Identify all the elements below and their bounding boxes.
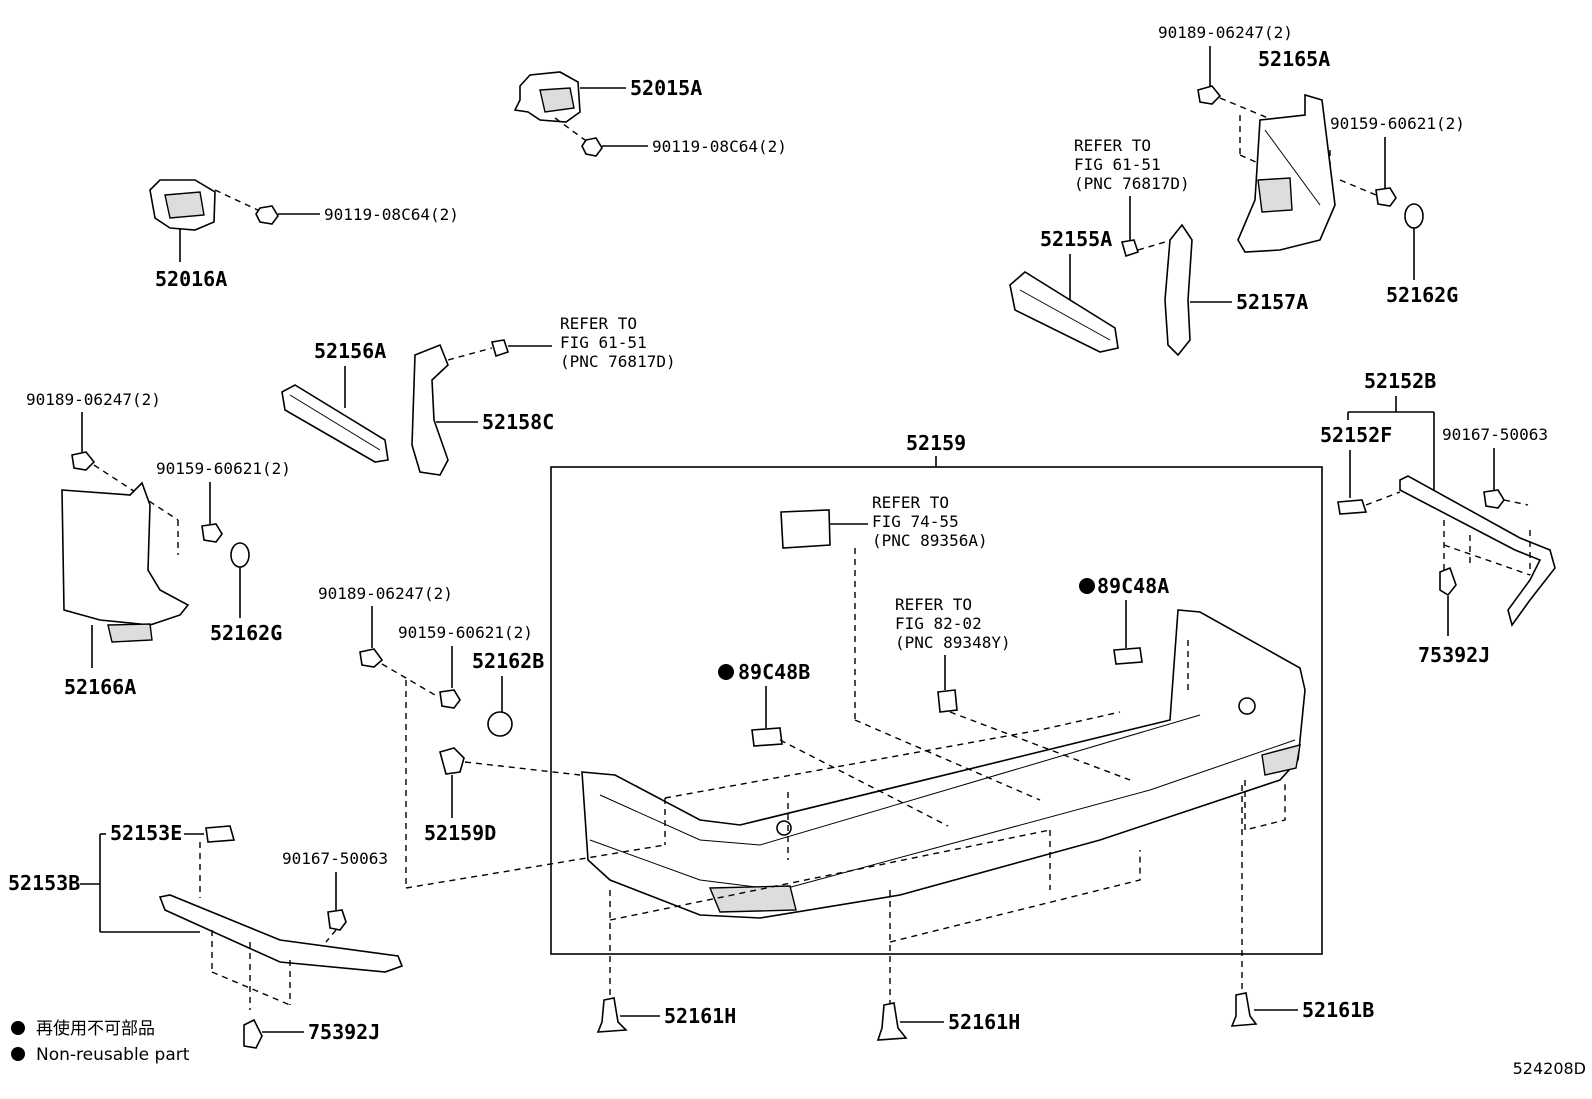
label-52016A: 52016A (155, 267, 227, 291)
part-ref-82-02-clip (937, 655, 1131, 781)
label-52162B: 52162B (472, 649, 544, 673)
label-90167-l: 90167-50063 (282, 849, 388, 868)
label-90119-b: 90119-08C64(2) (324, 205, 459, 224)
install-paths (609, 640, 1286, 943)
label-90159-tr: 90159-60621(2) (1330, 114, 1465, 133)
ref-top-l3: (PNC 76817D) (1074, 174, 1190, 193)
nonreusable-dot-89C48B (718, 664, 734, 680)
ref-mid-l1: REFER TO (560, 314, 637, 333)
bolt-90119-a (554, 117, 648, 157)
bumper-assembly-box (550, 466, 1323, 955)
part-52153B-molding (158, 894, 404, 1010)
label-52153B: 52153B (8, 871, 80, 895)
ref-top-l2: FIG 61-51 (1074, 155, 1161, 174)
legend-dot-2 (11, 1047, 25, 1061)
label-90189-tr: 90189-06247(2) (1158, 23, 1293, 42)
clip-52153E (184, 825, 236, 898)
part-bumper-cover (581, 609, 1306, 919)
label-90167-r: 90167-50063 (1442, 425, 1548, 444)
bolt-90119-b (255, 205, 320, 225)
clip-90189-l (71, 412, 179, 555)
legend-line-2: Non-reusable part (36, 1045, 190, 1065)
label-52165A: 52165A (1258, 47, 1330, 71)
clip-52152F (1337, 450, 1401, 515)
label-75392J-r: 75392J (1418, 643, 1490, 667)
label-52152B: 52152B (1364, 369, 1436, 393)
label-52162G-l: 52162G (210, 621, 282, 645)
label-52159: 52159 (906, 431, 966, 455)
plug-52162B (487, 676, 513, 737)
label-90119-a: 90119-08C64(2) (652, 137, 787, 156)
fastener-52161H-b (876, 890, 944, 1041)
plug-52162G-r (1404, 203, 1424, 280)
bolt-90159-l (201, 482, 223, 543)
figure-id: 524208D (1513, 1059, 1586, 1078)
ref-mid-l2: FIG 61-51 (560, 333, 647, 352)
label-52161H-b: 52161H (948, 1010, 1020, 1034)
part-52158C-bracket (411, 343, 493, 476)
label-52161B: 52161B (1302, 998, 1374, 1022)
nonreusable-dot-89C48A (1079, 578, 1095, 594)
label-52152F: 52152F (1320, 423, 1392, 447)
fastener-52161B (1230, 785, 1298, 1027)
ref-7455-l1: REFER TO (872, 493, 949, 512)
bracket-52153B (80, 833, 200, 933)
ref-8202-l2: FIG 82-02 (895, 614, 982, 633)
label-75392J-l: 75392J (308, 1020, 380, 1044)
fastener-52161H-a (596, 890, 660, 1033)
part-89C48A-retainer (1113, 600, 1143, 665)
clip-75392J-l (243, 1018, 304, 1049)
legend-line-1: 再使用不可部品 (36, 1018, 155, 1039)
ref-top-l1: REFER TO (1074, 136, 1151, 155)
part-52016A-bracket (149, 179, 263, 262)
bolt-90159-tr (1339, 137, 1397, 207)
legend-dot-1 (11, 1021, 25, 1035)
clip-75392J-r (1439, 566, 1457, 636)
label-52166A: 52166A (64, 675, 136, 699)
ref-7455-l3: (PNC 89356A) (872, 531, 988, 550)
clip-ref-mid (490, 339, 552, 358)
part-ref-74-55-pad (780, 509, 1041, 801)
ref-8202-l1: REFER TO (895, 595, 972, 614)
label-90159-l: 90159-60621(2) (156, 459, 291, 478)
label-52156A: 52156A (314, 339, 386, 363)
label-52153E: 52153E (110, 821, 182, 845)
part-52166A-cover (61, 481, 190, 668)
bolt-90167-r (1483, 448, 1529, 509)
label-90159-m: 90159-60621(2) (398, 623, 533, 642)
label-52162G-r: 52162G (1386, 283, 1458, 307)
bolt-90159-m (439, 646, 461, 709)
clip-90189-m (359, 606, 666, 889)
plug-52162G-l (230, 542, 250, 618)
part-52152B-molding (1399, 475, 1556, 627)
label-52155A: 52155A (1040, 227, 1112, 251)
part-52156A-retainer (281, 366, 389, 463)
bracket-52152B (1347, 396, 1435, 490)
part-89C48B-retainer (751, 686, 949, 827)
label-90189-m: 90189-06247(2) (318, 584, 453, 603)
label-52015A: 52015A (630, 76, 702, 100)
label-52159D: 52159D (424, 821, 496, 845)
part-52159D-seal (439, 747, 581, 818)
label-89C48B: 89C48B (738, 660, 810, 684)
label-90189-l: 90189-06247(2) (26, 390, 161, 409)
part-52015A-bracket (513, 71, 626, 123)
part-52165A-cover (1237, 93, 1336, 253)
label-89C48A: 89C48A (1097, 574, 1169, 598)
label-52157A: 52157A (1236, 290, 1308, 314)
part-52155A-retainer (1009, 254, 1119, 353)
clip-ref-top (1120, 196, 1173, 258)
part-52157A-bracket (1164, 223, 1232, 357)
bolt-90167-l (325, 872, 347, 943)
label-52158C: 52158C (482, 410, 554, 434)
ref-7455-l2: FIG 74-55 (872, 512, 959, 531)
ref-mid-l3: (PNC 76817D) (560, 352, 676, 371)
ref-8202-l3: (PNC 89348Y) (895, 633, 1011, 652)
label-52161H-a: 52161H (664, 1004, 736, 1028)
